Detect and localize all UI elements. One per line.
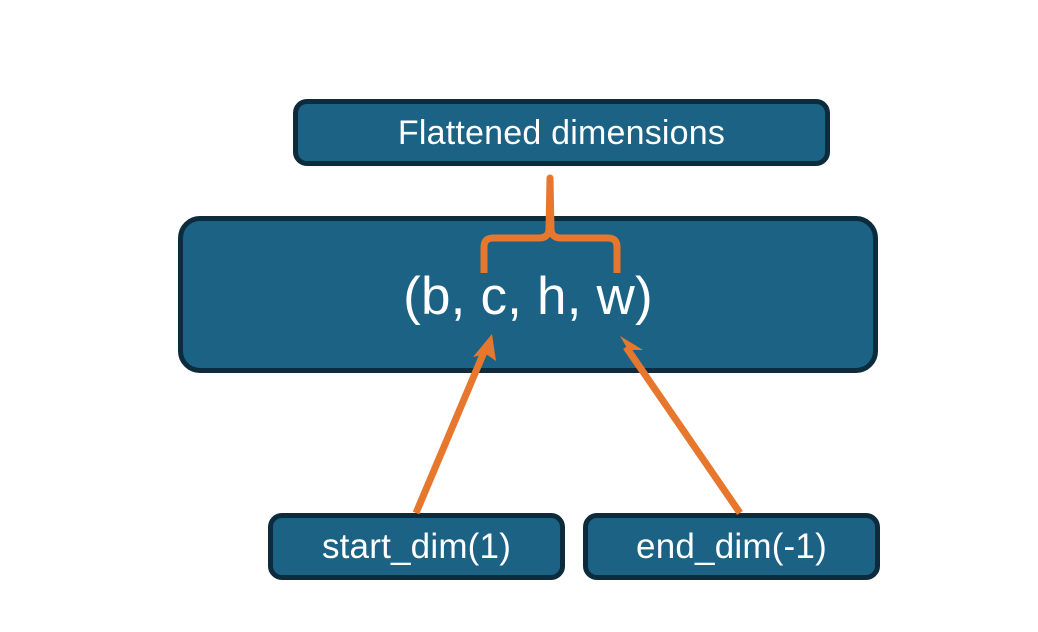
flattened-dimensions-label: Flattened dimensions [397,113,726,152]
start-dim-box[interactable]: start_dim(1) [268,513,565,580]
tensor-shape-label: (b, c, h, w) [403,267,653,326]
start-dim-label: start_dim(1) [321,527,512,566]
flattened-dimensions-box[interactable]: Flattened dimensions [293,99,830,166]
end-dim-label: end_dim(-1) [636,527,827,566]
tensor-shape-box[interactable]: (b, c, h, w) [178,216,878,373]
end-dim-box[interactable]: end_dim(-1) [583,513,880,580]
